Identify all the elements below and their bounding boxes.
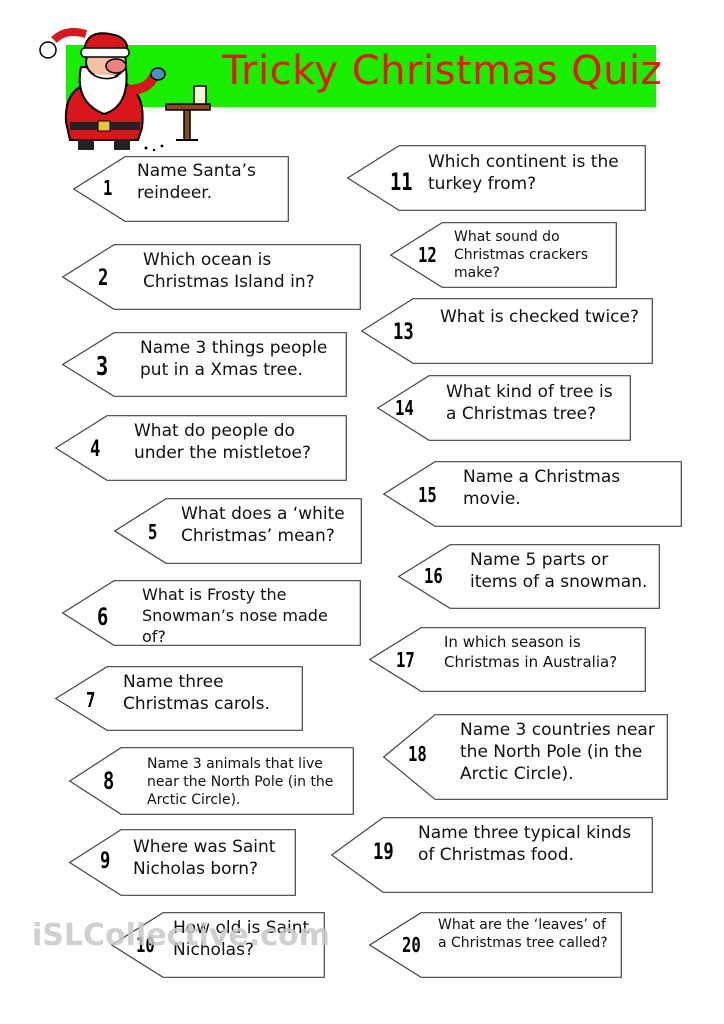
question-tag-15: 15 Name a Christmas movie. xyxy=(382,461,682,527)
question-tag-17: 17 In which season is Christmas in Austra… xyxy=(368,627,646,692)
arrow-tag-shape xyxy=(72,156,289,222)
santa-illustration xyxy=(39,28,211,152)
question-tag-1: 1 Name Santa’s reindeer. xyxy=(72,156,289,222)
arrow-tag-shape xyxy=(330,817,653,893)
arrow-tag-shape xyxy=(113,498,362,564)
question-tag-7: 7 Name three Christmas carols. xyxy=(54,666,303,731)
arrow-tag-shape xyxy=(61,244,361,310)
question-number: 7 xyxy=(86,688,96,712)
arrow-tag-shape xyxy=(376,375,631,441)
question-number: 3 xyxy=(96,352,109,382)
question-tag-16: 16 Name 5 parts or items of a snowman. xyxy=(397,544,660,609)
arrow-tag-shape xyxy=(61,332,347,397)
question-text: Name a Christmas movie. xyxy=(463,467,621,510)
arrow-tag-shape xyxy=(61,580,361,646)
arrow-tag-shape xyxy=(368,912,622,978)
question-number: 14 xyxy=(395,396,414,420)
arrow-tag-shape xyxy=(110,912,325,978)
question-tag-13: 13 What is checked twice? xyxy=(360,298,653,364)
question-tag-19: 19 Name three typical kinds of Christmas … xyxy=(330,817,653,893)
question-text: Name Santa’s reindeer. xyxy=(137,161,256,204)
question-text: How old is Saint Nicholas? xyxy=(173,918,310,961)
question-number: 5 xyxy=(148,520,158,544)
question-number: 6 xyxy=(97,603,109,631)
question-text: Name 5 parts or items of a snowman. xyxy=(470,550,648,593)
question-text: What sound do Christmas crackers make? xyxy=(454,229,589,282)
question-number: 8 xyxy=(103,767,115,795)
question-number: 10 xyxy=(136,933,155,957)
question-text: Where was Saint Nicholas born? xyxy=(133,837,276,880)
question-tag-4: 4 What do people do under the mistletoe? xyxy=(54,415,347,481)
question-tag-9: 9 Where was Saint Nicholas born? xyxy=(68,829,296,896)
question-number: 11 xyxy=(390,168,413,196)
question-tag-5: 5 What does a ‘white Christmas’ mean? xyxy=(113,498,362,564)
question-text: What is Frosty the Snowman’s nose made o… xyxy=(142,585,328,646)
page-title: Tricky Christmas Quiz xyxy=(222,48,663,94)
question-tag-2: 2 Which ocean is Christmas Island in? xyxy=(61,244,361,310)
question-number: 1 xyxy=(103,176,113,200)
question-text: Which ocean is Christmas Island in? xyxy=(143,250,315,293)
question-tag-20: 20 What are the ‘leaves’ of a Christmas t… xyxy=(368,912,622,978)
question-number: 4 xyxy=(90,437,101,462)
question-tag-3: 3 Name 3 things people put in a Xmas tree… xyxy=(61,332,347,397)
arrow-tag-shape xyxy=(360,298,653,364)
arrow-tag-shape xyxy=(54,666,303,731)
question-text: Name three typical kinds of Christmas fo… xyxy=(418,823,632,866)
question-number: 17 xyxy=(396,648,415,672)
question-number: 20 xyxy=(402,933,421,957)
arrow-tag-shape xyxy=(382,714,668,800)
question-text: What is checked twice? xyxy=(440,307,639,327)
question-text: What do people do under the mistletoe? xyxy=(134,421,312,464)
question-tag-8: 8 Name 3 animals that live near the North… xyxy=(68,747,354,815)
question-number: 9 xyxy=(100,849,111,874)
question-text: Which continent is the turkey from? xyxy=(428,152,619,195)
question-text: What does a ‘white Christmas’ mean? xyxy=(181,504,345,547)
question-text: Name 3 animals that live near the North … xyxy=(147,756,334,809)
question-text: Name 3 things people put in a Xmas tree. xyxy=(140,338,328,381)
question-text: Name three Christmas carols. xyxy=(123,672,270,715)
arrow-tag-shape xyxy=(397,544,660,609)
question-text: In which season is Christmas in Australi… xyxy=(444,633,618,671)
arrow-tag-shape xyxy=(346,145,646,211)
question-number: 18 xyxy=(408,742,427,766)
arrow-tag-shape xyxy=(368,627,646,692)
arrow-tag-shape xyxy=(389,222,617,288)
question-number: 19 xyxy=(373,840,394,865)
question-number: 2 xyxy=(98,266,109,291)
question-number: 13 xyxy=(393,320,414,345)
question-text: What are the ‘leaves’ of a Christmas tre… xyxy=(438,917,608,952)
question-number: 15 xyxy=(418,483,437,507)
arrow-tag-shape xyxy=(54,415,347,481)
question-tag-18: 18 Name 3 countries near the North Pole (… xyxy=(382,714,668,800)
arrow-tag-shape xyxy=(68,829,296,896)
question-tag-12: 12 What sound do Christmas crackers make? xyxy=(389,222,617,288)
question-tag-14: 14 What kind of tree is a Christmas tree? xyxy=(376,375,631,441)
question-number: 16 xyxy=(424,564,443,588)
arrow-tag-shape xyxy=(68,747,354,815)
question-tag-6: 6 What is Frosty the Snowman’s nose made … xyxy=(61,580,361,646)
question-tag-10: 10 How old is Saint Nicholas? xyxy=(110,912,325,978)
question-text: Name 3 countries near the North Pole (in… xyxy=(460,720,655,785)
watermark: iSLCollective.com xyxy=(32,918,330,953)
question-tag-11: 11 Which continent is the turkey from? xyxy=(346,145,646,211)
arrow-tag-shape xyxy=(382,461,682,527)
question-number: 12 xyxy=(418,243,437,267)
question-text: What kind of tree is a Christmas tree? xyxy=(446,382,613,425)
